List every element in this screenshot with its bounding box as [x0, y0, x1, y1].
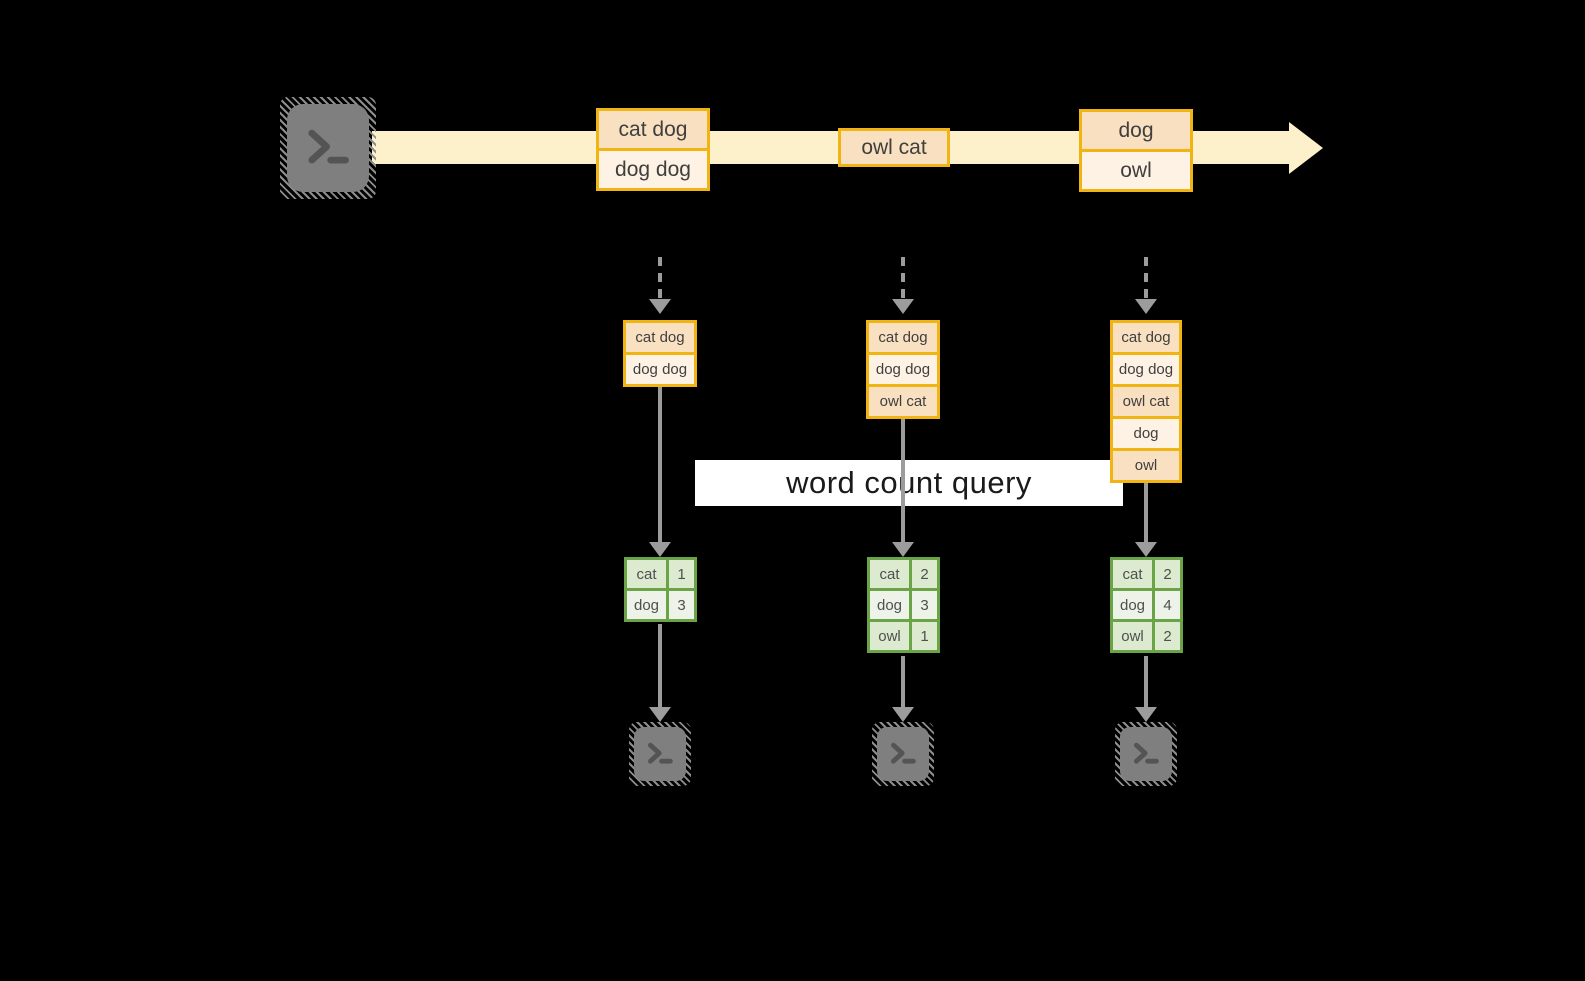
result-count-cell: 1 — [669, 560, 694, 588]
result-count-cell: 2 — [1155, 622, 1180, 650]
stream-line: dog — [1082, 112, 1190, 149]
stream-batch: owl cat — [838, 128, 950, 167]
result-word-cell: dog — [870, 591, 909, 619]
input-line: dog dog — [869, 355, 937, 384]
input-line: cat dog — [1113, 323, 1179, 352]
arrow-head-icon — [1135, 299, 1157, 314]
result-count-cell: 2 — [912, 560, 937, 588]
arrow-head-icon — [892, 299, 914, 314]
arrow-head-icon — [892, 707, 914, 722]
input-table: cat dog dog dog — [623, 320, 697, 387]
input-line: dog dog — [626, 355, 694, 384]
result-word-cell: owl — [1113, 622, 1152, 650]
arrow-head-icon — [649, 707, 671, 722]
source-terminal-icon — [280, 97, 376, 199]
stream-line: owl cat — [841, 131, 947, 164]
result-word-cell: cat — [1113, 560, 1152, 588]
input-table: cat dog dog dog owl cat — [866, 320, 940, 419]
query-arrow — [1144, 478, 1148, 543]
input-line: owl cat — [869, 387, 937, 416]
result-word-cell: dog — [627, 591, 666, 619]
output-arrow — [1144, 656, 1148, 708]
result-word-cell: cat — [627, 560, 666, 588]
arrow-head-icon — [1135, 707, 1157, 722]
arrow-head-icon — [1135, 542, 1157, 557]
stream-line: dog dog — [599, 151, 707, 188]
input-line: cat dog — [869, 323, 937, 352]
result-word-cell: dog — [1113, 591, 1152, 619]
sink-terminal-icon — [872, 722, 934, 786]
result-table: cat 2 dog 3 owl 1 — [867, 557, 940, 653]
result-word-cell: owl — [870, 622, 909, 650]
input-line: dog — [1113, 419, 1179, 448]
query-arrow — [901, 416, 905, 543]
input-line: cat dog — [626, 323, 694, 352]
result-count-cell: 2 — [1155, 560, 1180, 588]
arrow-head-icon — [649, 299, 671, 314]
terminal-prompt-icon — [1120, 727, 1172, 781]
stream-arrowhead-icon — [1289, 122, 1323, 174]
result-word-cell: cat — [870, 560, 909, 588]
stream-line: cat dog — [599, 111, 707, 148]
input-line: owl cat — [1113, 387, 1179, 416]
micro-batch-arrow — [901, 257, 905, 299]
sink-terminal-icon — [1115, 722, 1177, 786]
terminal-prompt-icon — [877, 727, 929, 781]
arrow-head-icon — [892, 542, 914, 557]
result-table: cat 1 dog 3 — [624, 557, 697, 622]
arrow-head-icon — [649, 542, 671, 557]
input-line: dog dog — [1113, 355, 1179, 384]
output-arrow — [901, 656, 905, 708]
result-count-cell: 4 — [1155, 591, 1180, 619]
sink-terminal-icon — [629, 722, 691, 786]
query-label-banner: word count query — [695, 460, 1123, 506]
query-arrow — [658, 384, 662, 543]
result-count-cell: 3 — [669, 591, 694, 619]
micro-batch-arrow — [1144, 257, 1148, 299]
terminal-prompt-icon — [634, 727, 686, 781]
output-arrow — [658, 624, 662, 708]
result-count-cell: 1 — [912, 622, 937, 650]
input-line: owl — [1113, 451, 1179, 480]
result-count-cell: 3 — [912, 591, 937, 619]
result-table: cat 2 dog 4 owl 2 — [1110, 557, 1183, 653]
stream-line: owl — [1082, 152, 1190, 189]
query-label: word count query — [786, 465, 1032, 500]
terminal-prompt-icon — [287, 104, 369, 192]
input-table: cat dog dog dog owl cat dog owl — [1110, 320, 1182, 483]
stream-batch: cat dog dog dog — [596, 108, 710, 191]
stream-batch: dog owl — [1079, 109, 1193, 192]
micro-batch-arrow — [658, 257, 662, 299]
